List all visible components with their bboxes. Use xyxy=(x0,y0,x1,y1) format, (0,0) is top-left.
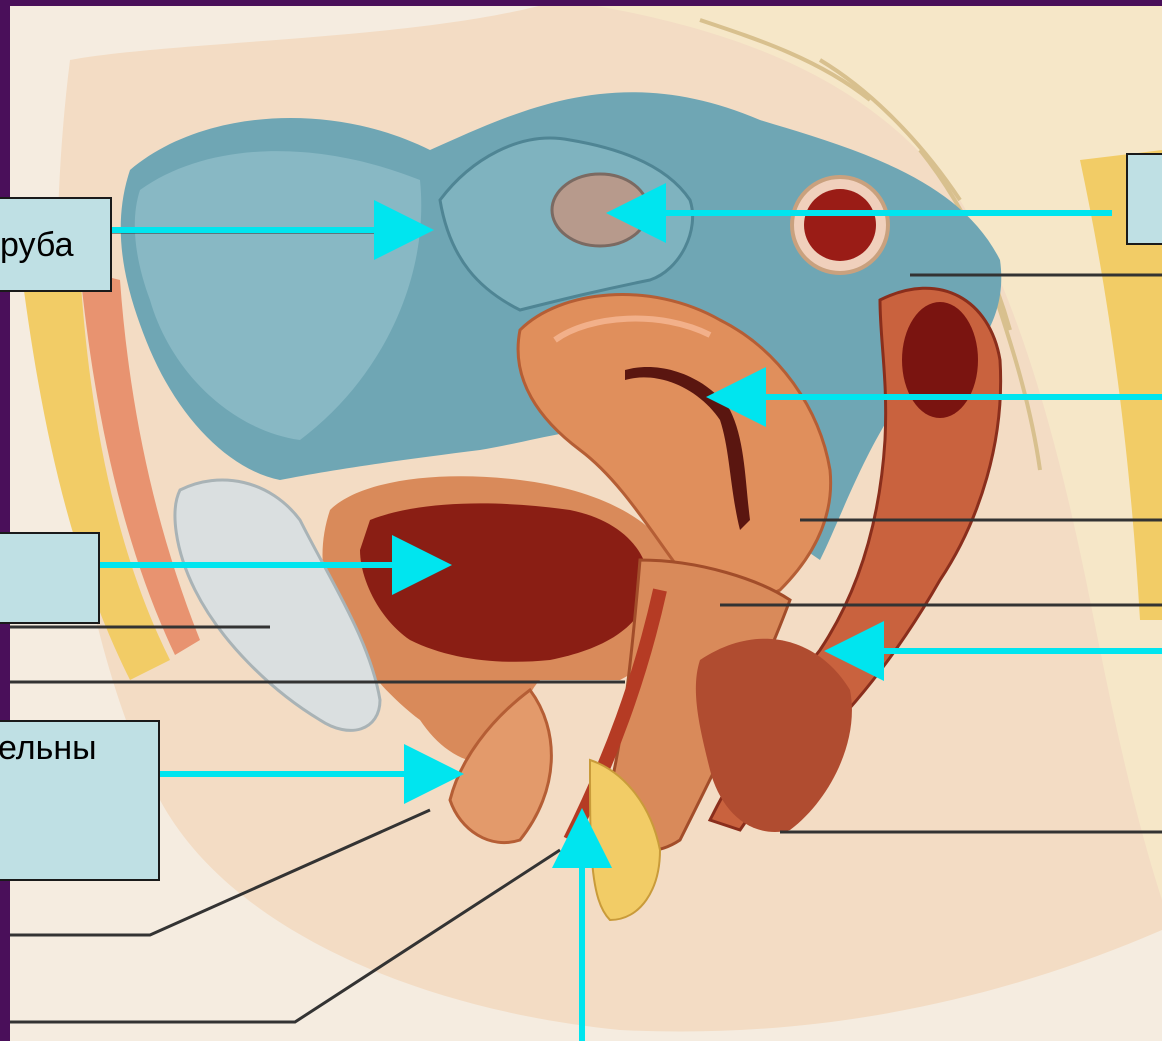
label-ovary xyxy=(1126,153,1162,245)
label-bladder xyxy=(0,532,100,624)
label-vagina-text: ельны xyxy=(0,728,158,768)
label-tube: руба xyxy=(0,197,112,292)
frame-left-border xyxy=(0,0,10,1041)
rectum-lumen xyxy=(902,302,978,418)
vessel-lumen xyxy=(804,189,876,261)
label-vagina: ельны xyxy=(0,720,160,881)
frame-top-border xyxy=(0,0,1162,6)
label-tube-text: руба xyxy=(0,225,110,265)
